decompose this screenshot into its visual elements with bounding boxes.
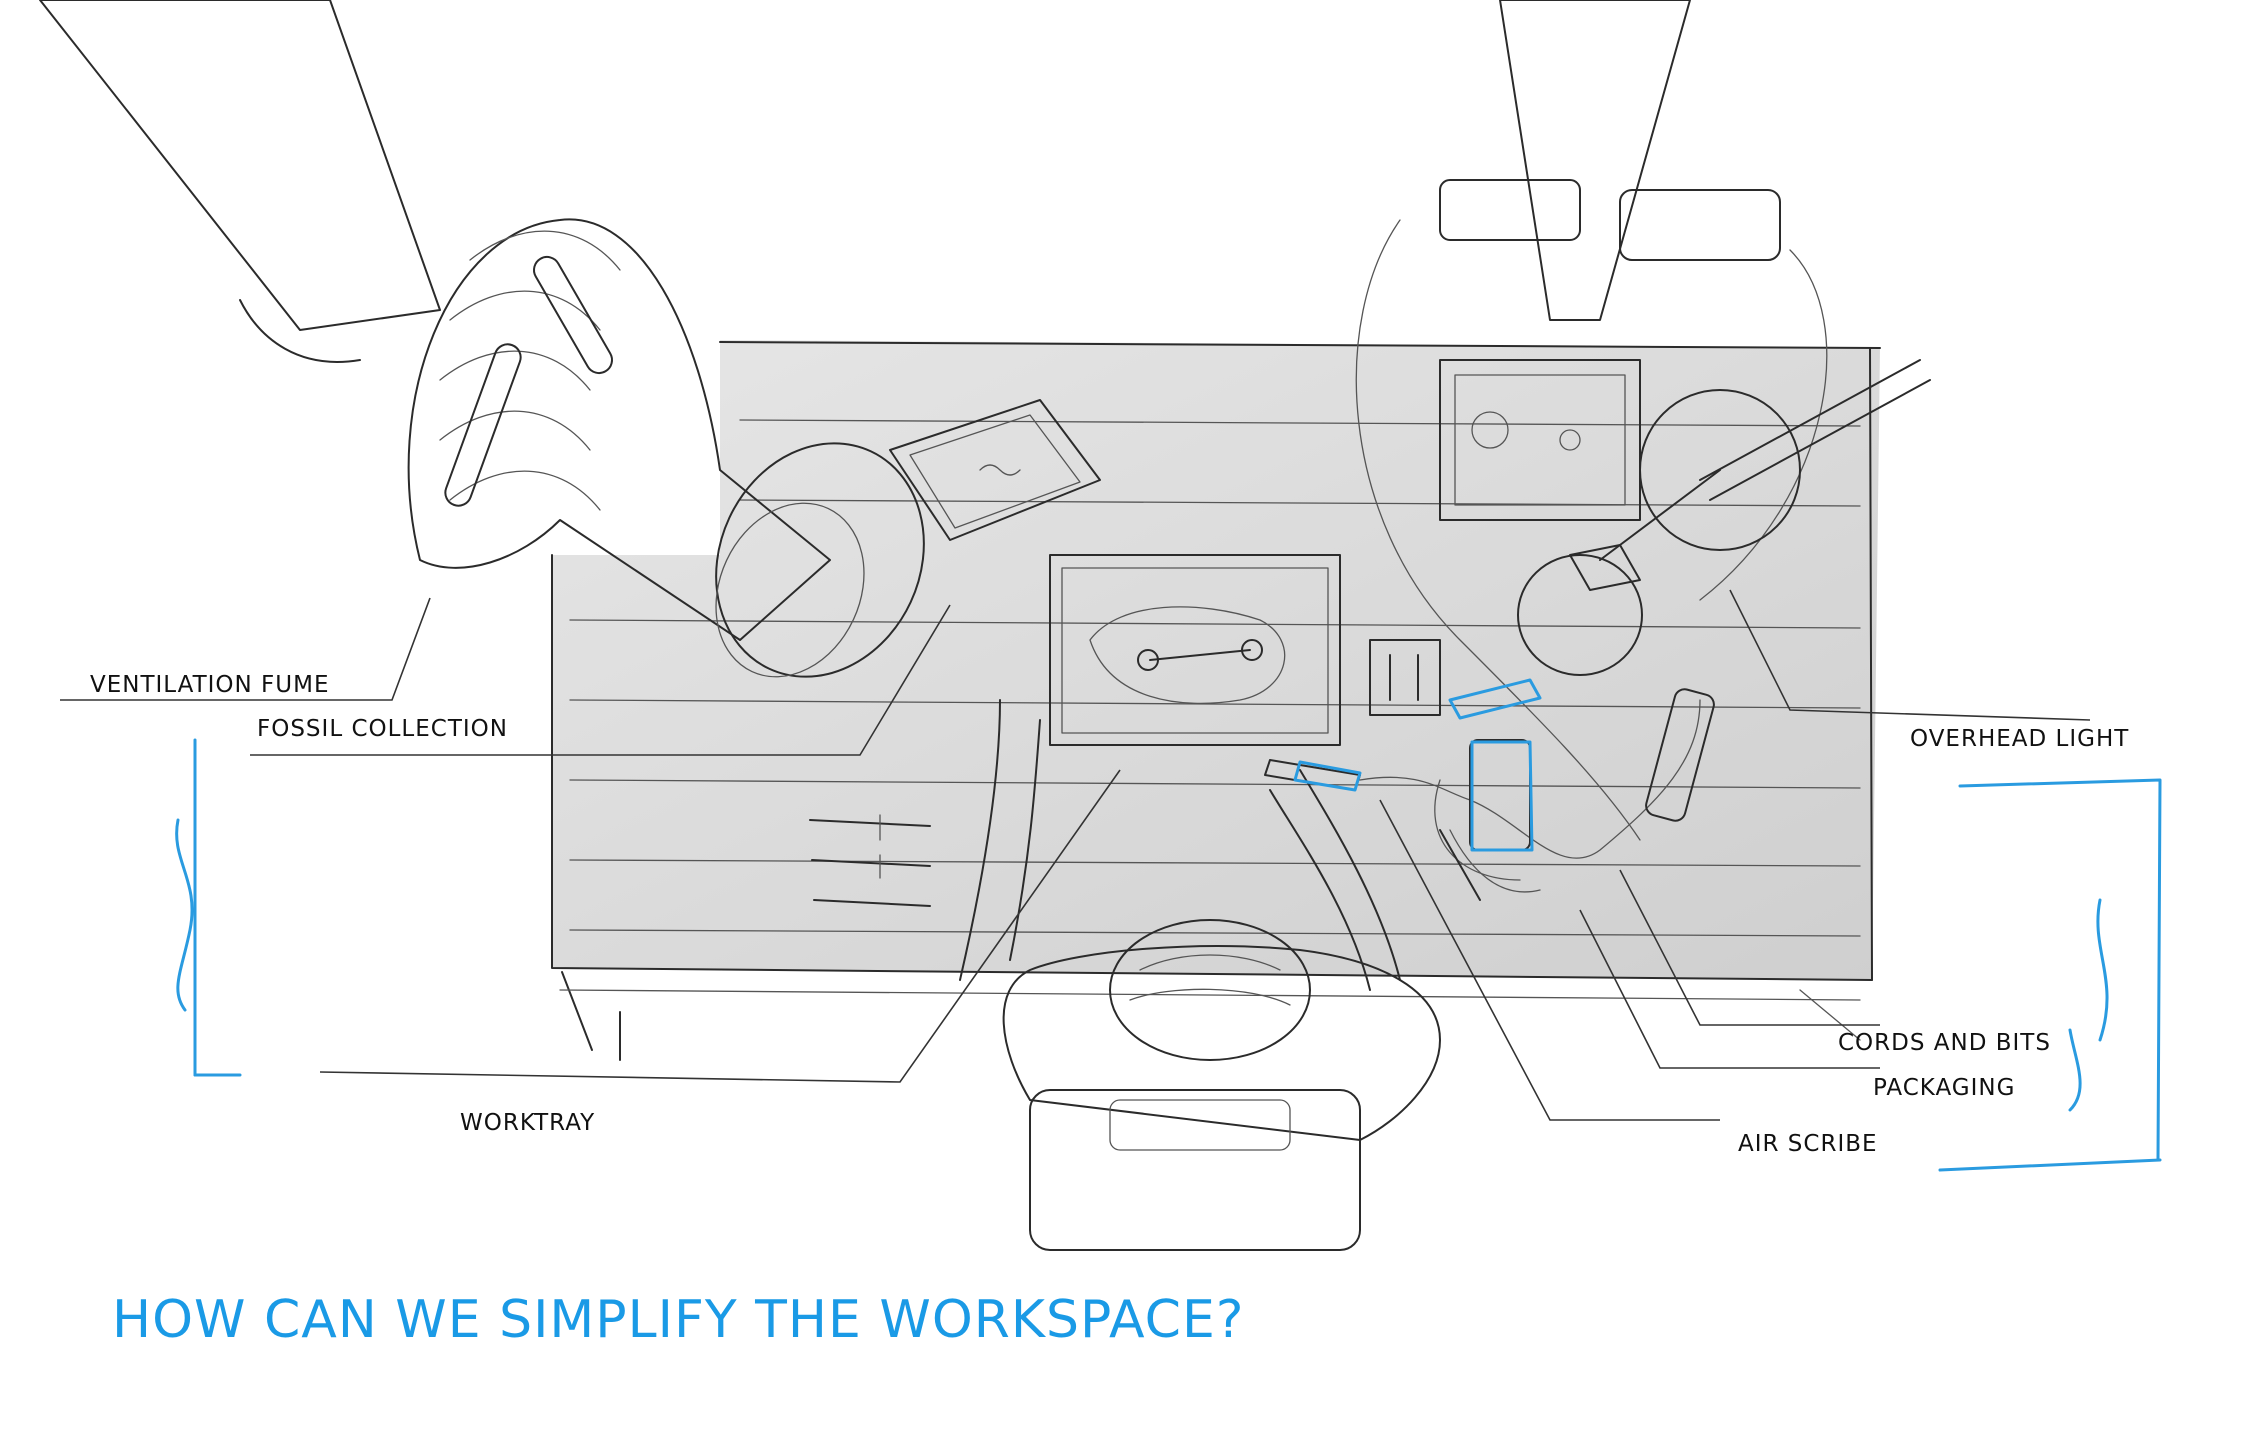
- height-markers: [175, 738, 2162, 1172]
- worktray-object: [1049, 554, 1341, 746]
- leader-lines: [60, 589, 2091, 1121]
- desk-lamp: [1517, 359, 1931, 676]
- specimen-tray: [1439, 359, 1641, 521]
- table: [551, 340, 1881, 1061]
- tool-card: [1369, 639, 1441, 716]
- label-ventilation-fume: VENTILATION FUME: [90, 672, 330, 698]
- pencils: [809, 814, 931, 907]
- air-scribe: [1264, 699, 1701, 859]
- label-air-scribe: AIR SCRIBE: [1738, 1131, 1878, 1157]
- headline-question: HOW CAN WE SIMPLIFY THE WORKSPACE?: [112, 1290, 1245, 1350]
- cords-and-bits: [1434, 688, 1715, 893]
- packaging: [1439, 678, 1542, 901]
- label-fossil-collection: FOSSIL COLLECTION: [257, 716, 508, 742]
- ventilation-fume-arm: [39, 0, 925, 678]
- label-overhead-light: OVERHEAD LIGHT: [1910, 726, 2130, 752]
- label-worktray: WORKTRAY: [460, 1110, 596, 1136]
- person: [959, 699, 1441, 1251]
- label-packaging: PACKAGING: [1873, 1075, 2016, 1101]
- label-cords-and-bits: CORDS AND BITS: [1838, 1030, 2051, 1056]
- fossil-box: [889, 399, 1101, 541]
